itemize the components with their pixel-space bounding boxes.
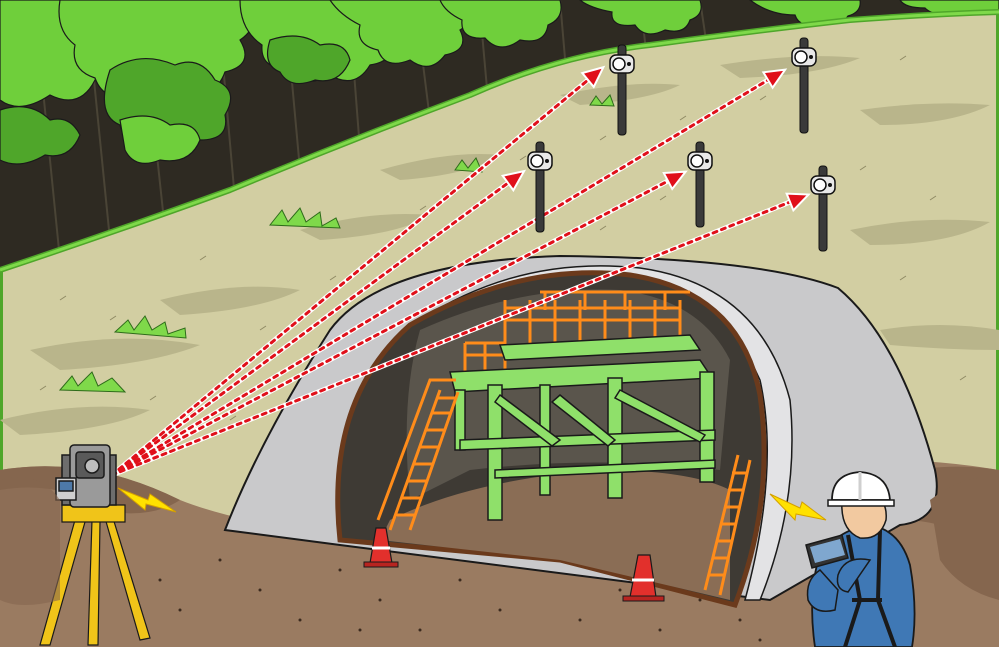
stair-right <box>703 454 752 596</box>
lightning-signal-icon <box>769 493 827 522</box>
laser-beam <box>110 78 590 477</box>
laser-arrowhead <box>761 68 788 90</box>
laser-arrowhead <box>580 65 606 89</box>
laser-beam <box>110 78 770 477</box>
rock <box>930 477 999 600</box>
prism-target-icon <box>810 165 836 252</box>
worker-with-tablet-icon <box>769 471 916 647</box>
traffic-cone-icon <box>363 527 399 568</box>
scaffold-post <box>487 384 503 521</box>
prism-target-icon <box>527 141 553 233</box>
lightning-signal-icon <box>117 487 177 513</box>
laser-beam <box>110 181 510 477</box>
traffic-cone-icon <box>622 554 665 602</box>
laser-beams <box>109 65 811 478</box>
slope-shadows <box>0 56 999 435</box>
laser-arrowhead <box>500 169 527 193</box>
slope-texture <box>39 55 967 421</box>
rock <box>0 477 60 605</box>
laser-arrowhead <box>785 192 811 213</box>
laser-arrowhead <box>662 170 688 191</box>
top-railing <box>463 290 690 380</box>
prism-target-icon <box>687 141 713 228</box>
prism-targets <box>527 37 836 252</box>
stair-left <box>376 378 460 531</box>
tablet-icon <box>805 534 849 569</box>
prism-target-icon <box>609 44 635 136</box>
helmet <box>827 471 895 507</box>
prism-target-icon <box>791 37 817 134</box>
laser-beam <box>110 200 792 477</box>
grass-tufts <box>58 94 615 393</box>
total-station-icon <box>39 444 177 646</box>
tree-leaves <box>0 0 999 165</box>
laser-beam <box>110 179 670 477</box>
scaffolding <box>376 290 752 596</box>
